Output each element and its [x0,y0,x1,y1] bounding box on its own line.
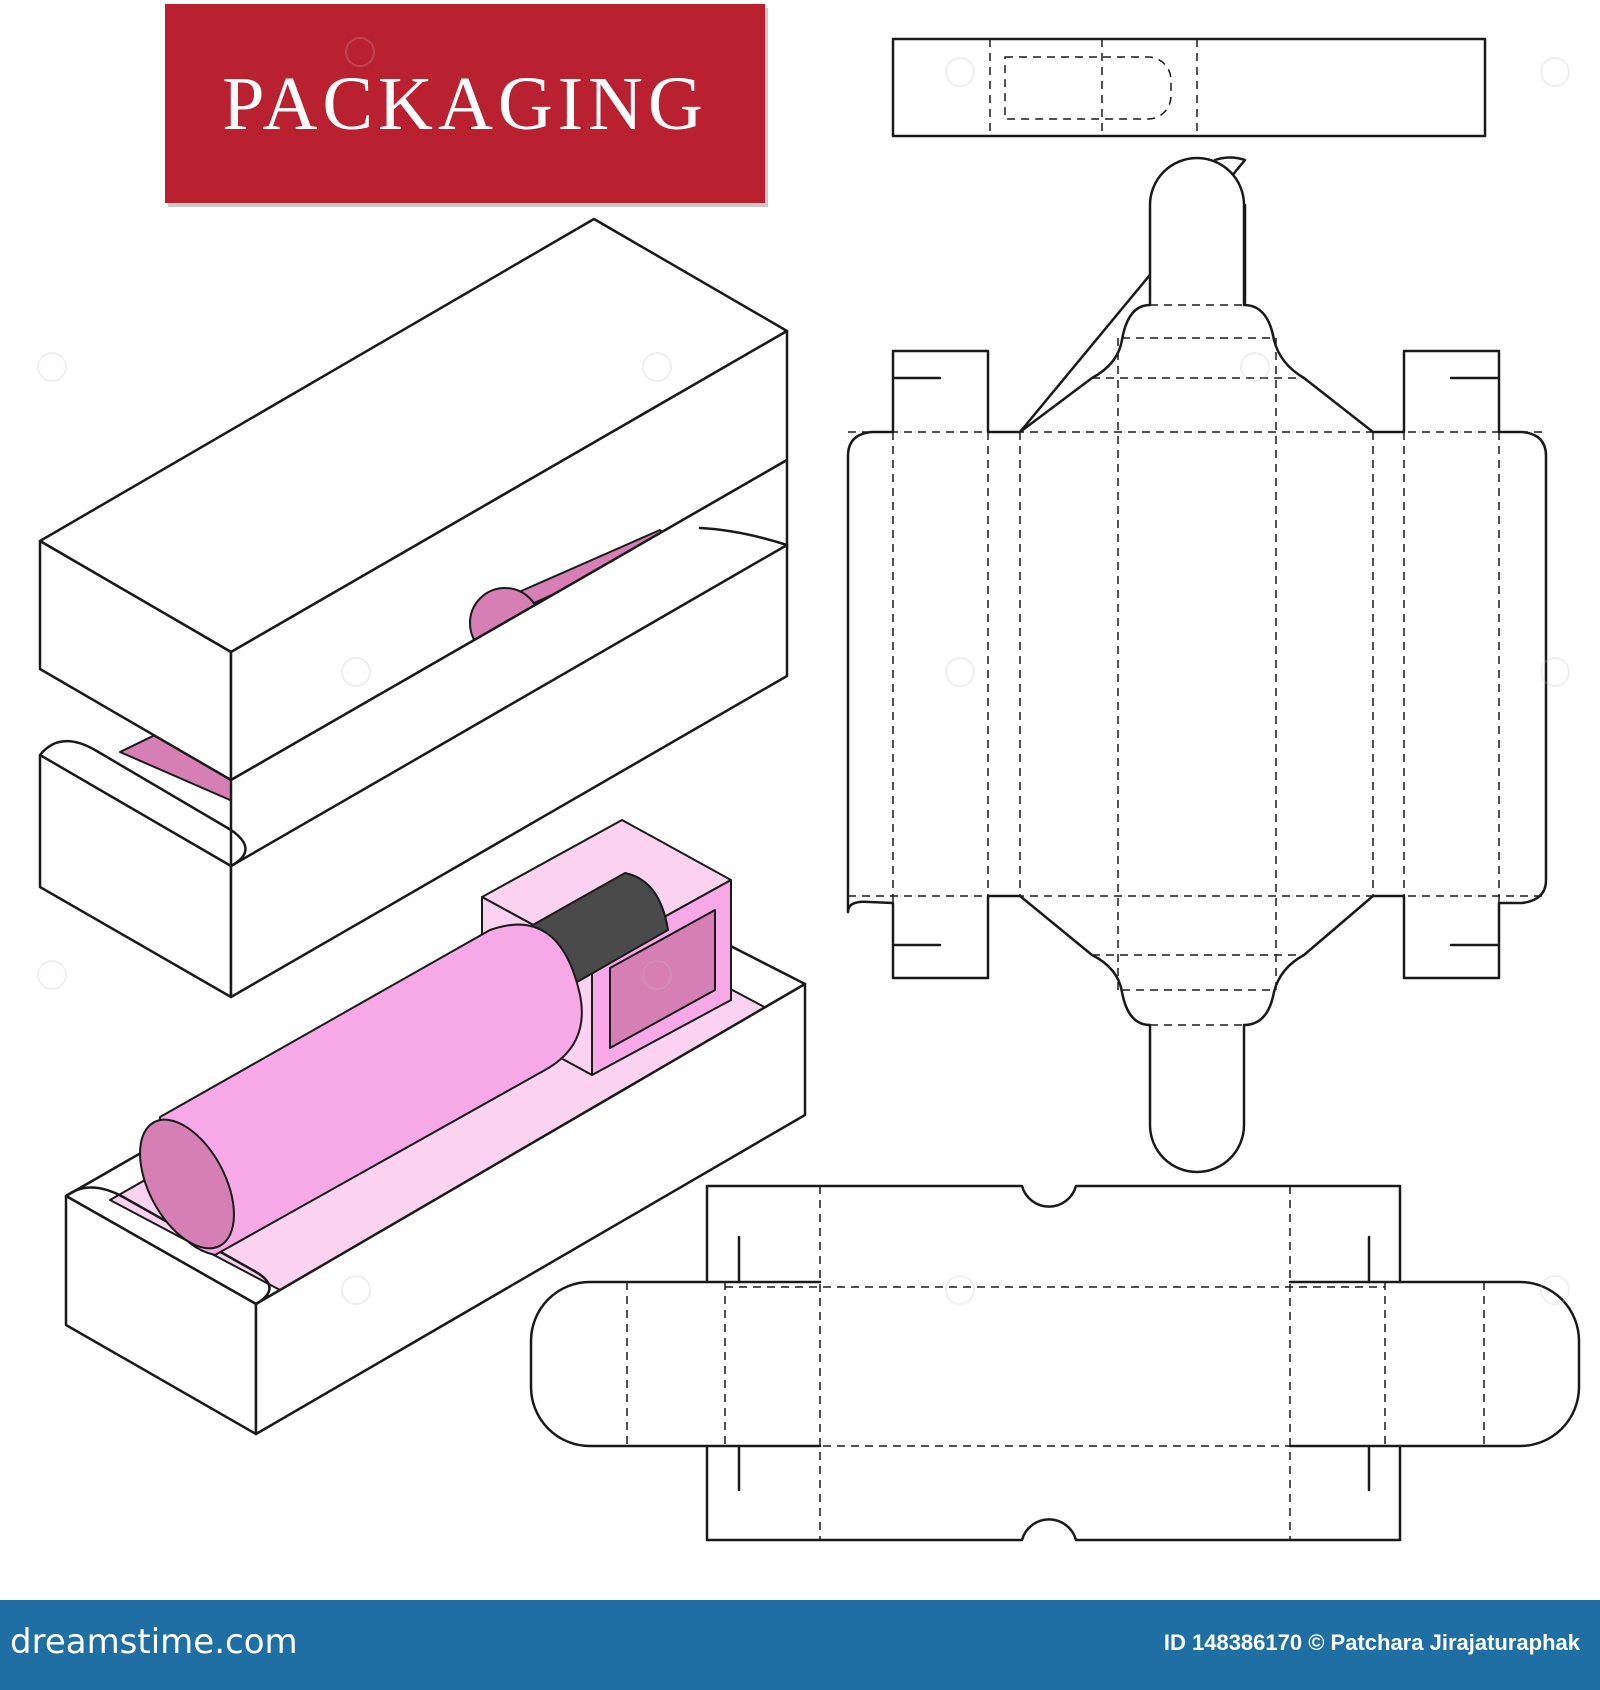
footer-credit: ID 148386170 © Patchara Jirajaturaphak [1163,1630,1580,1655]
top-strip-dieline [891,37,1487,138]
watermark-pattern [37,37,1570,1305]
cross-dieline [846,156,1548,1174]
box-base-top [38,458,789,999]
box-tray-bottle [64,819,807,1436]
footer-logo: dreamstime.com [10,1622,298,1662]
banner-title: PACKAGING [222,61,708,146]
footer-bar: dreamstime.com ID 148386170 © Patchara J… [0,1600,1600,1690]
packaging-banner: PACKAGING [165,4,765,203]
tray-dieline [529,1184,1581,1542]
